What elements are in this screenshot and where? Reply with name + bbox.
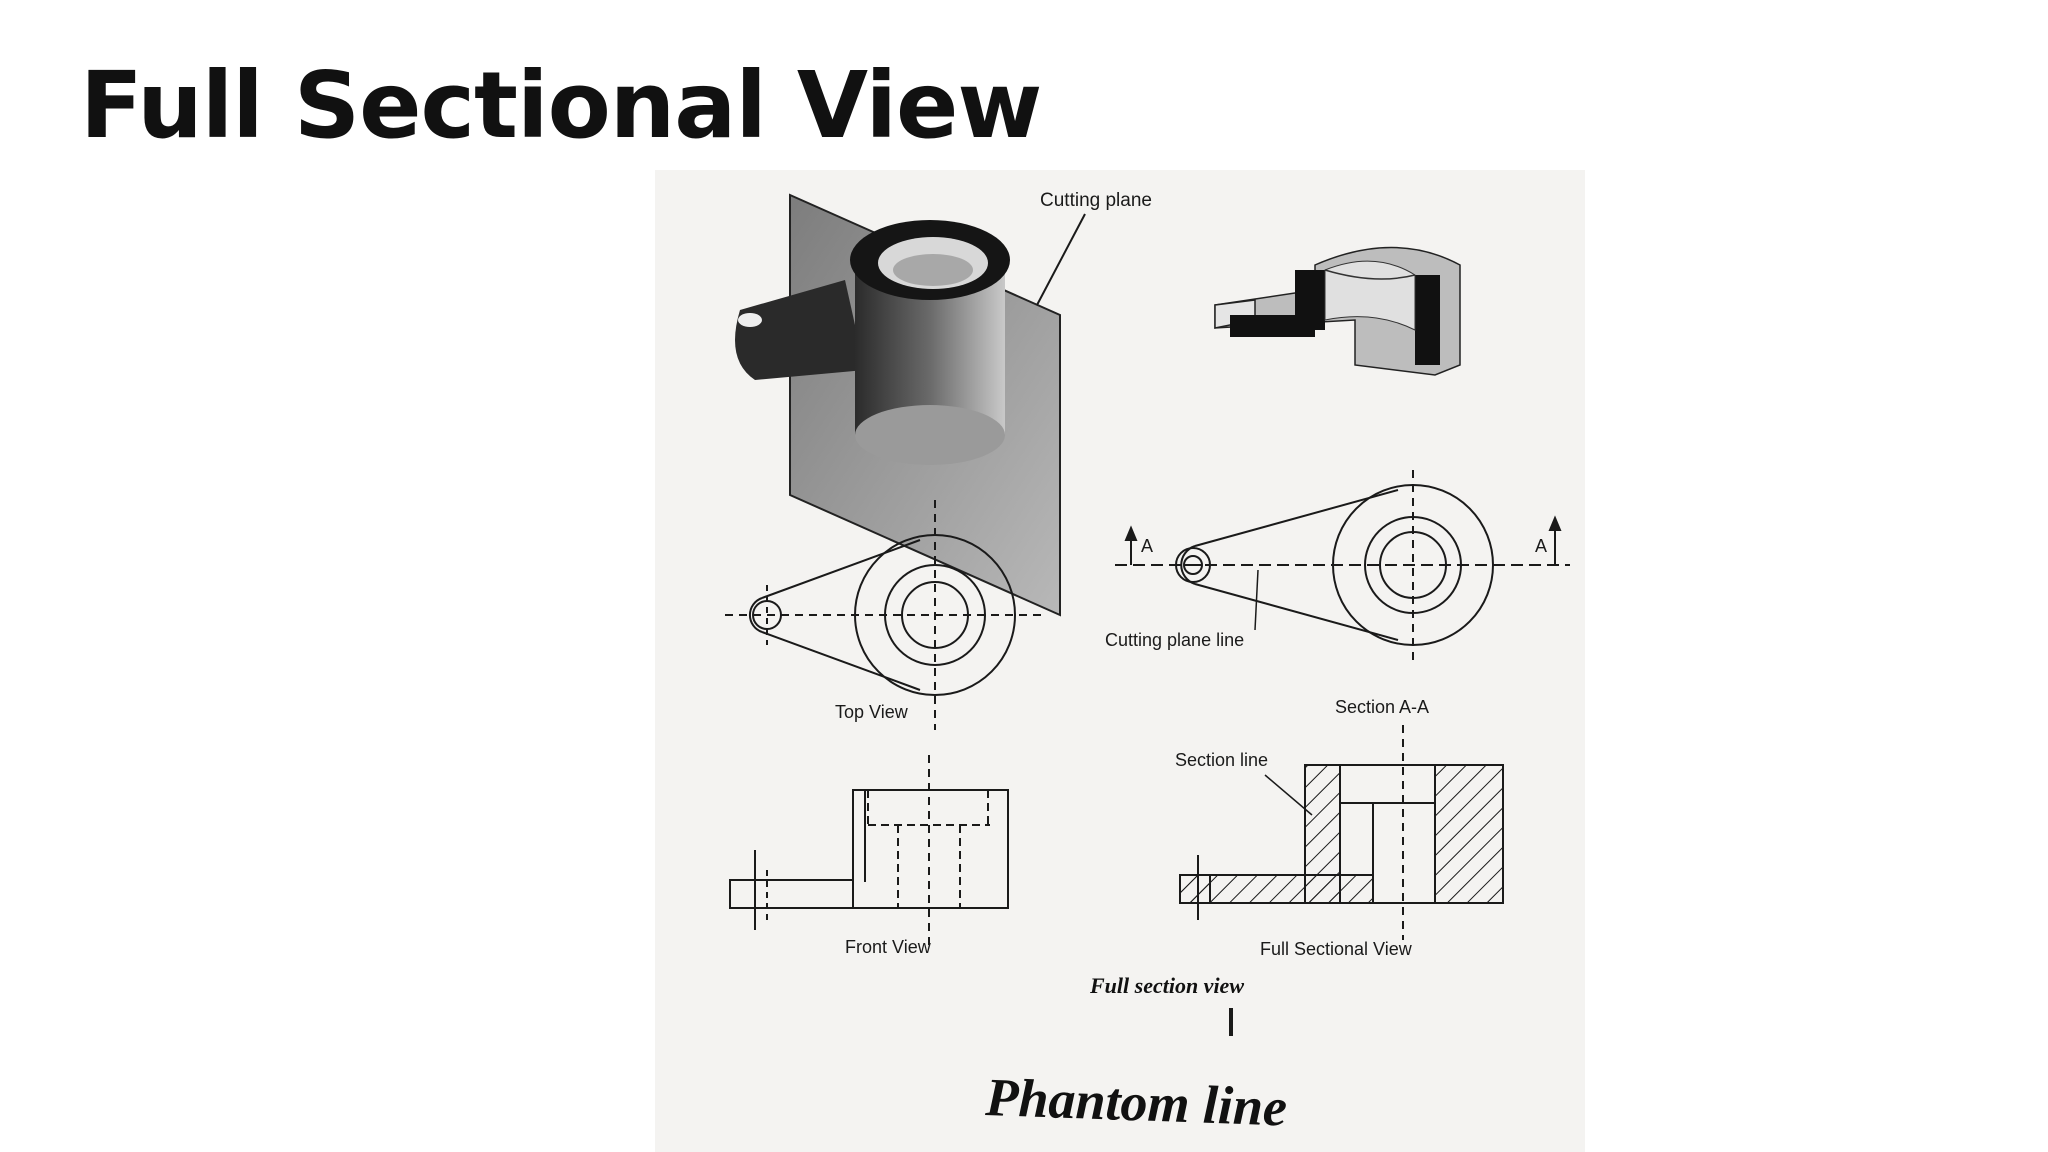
slide-title: Full Sectional View: [80, 52, 1042, 159]
handwritten-caption: Phantom line: [984, 1067, 1288, 1138]
label-full-sectional-view: Full Sectional View: [1260, 939, 1413, 959]
label-section-line: Section line: [1175, 750, 1268, 770]
isometric-section-illustration: [1214, 246, 1461, 376]
isometric-cut-illustration: Cutting plane: [735, 190, 1152, 617]
front-view-drawing: [729, 755, 1009, 945]
figure-caption: Full section view: [1089, 973, 1244, 998]
label-cutting-plane-line: Cutting plane line: [1105, 630, 1244, 650]
label-arrow-a-left: A: [1141, 536, 1153, 556]
section-a-a-plan-drawing: [1115, 470, 1570, 660]
label-top-view: Top View: [835, 702, 909, 722]
top-view-drawing: [725, 500, 1045, 730]
label-cutting-plane: Cutting plane: [1040, 190, 1152, 211]
figure-drawing: Cutting plane Top View: [655, 170, 1585, 1152]
full-sectional-view-drawing: [1179, 725, 1504, 940]
label-front-view: Front View: [845, 937, 932, 957]
label-arrow-a-right: A: [1535, 536, 1547, 556]
label-section-a-a: Section A-A: [1335, 697, 1429, 717]
scanned-figure: Cutting plane Top View: [655, 170, 1585, 1152]
